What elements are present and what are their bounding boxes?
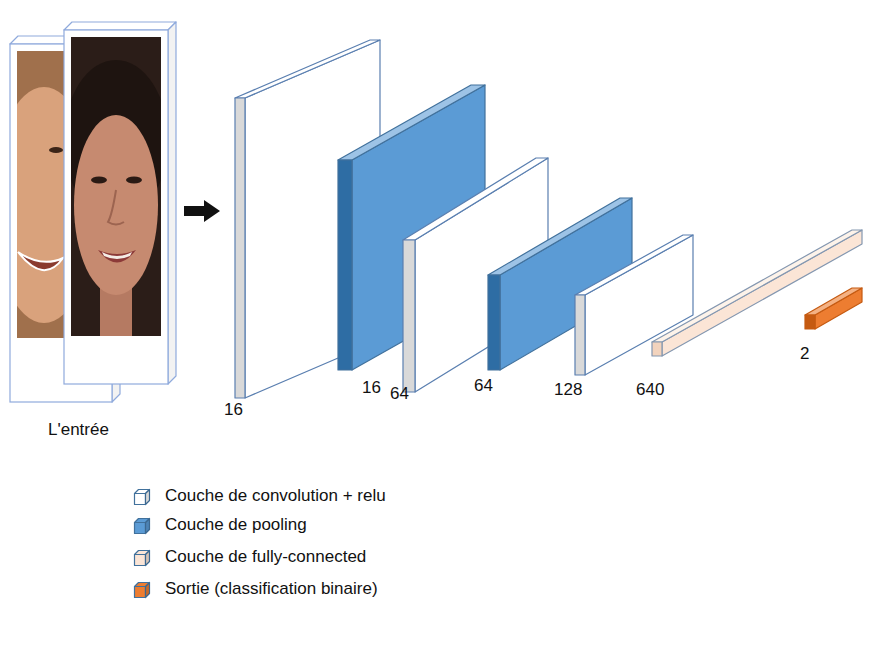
layer-front — [235, 98, 245, 398]
legend-swatch — [133, 549, 151, 567]
frame-top — [64, 22, 176, 30]
swatch-shade — [146, 551, 150, 566]
nose — [108, 190, 124, 225]
face-photo — [71, 37, 161, 336]
layer-block: 2 — [798, 286, 864, 366]
face-photos — [4, 18, 180, 442]
layer-front — [488, 275, 500, 370]
layer-side — [585, 235, 693, 375]
layer-size-label: 64 — [390, 384, 409, 404]
layer-size-label: 640 — [636, 380, 664, 400]
swatch-shade — [146, 519, 150, 534]
layer-shape — [552, 233, 695, 402]
legend-swatch — [133, 581, 151, 599]
flow-arrow — [184, 200, 220, 222]
frame-side — [168, 22, 176, 384]
layer-front — [338, 160, 352, 370]
layer-side — [662, 230, 862, 356]
layer-top — [652, 230, 862, 342]
layer-front — [652, 342, 662, 356]
legend-text: Couche de fully-connected — [165, 547, 366, 567]
swatch-side — [146, 490, 150, 505]
legend-text: Couche de pooling — [165, 515, 307, 535]
layer-size-label: 2 — [800, 344, 809, 364]
input-label: L'entrée — [48, 420, 109, 440]
swatch-front — [135, 555, 146, 566]
legend-swatch — [133, 488, 151, 506]
legend-text: Sortie (classification binaire) — [165, 579, 378, 599]
layer-top — [235, 40, 380, 98]
swatch-front — [135, 494, 146, 505]
layer-top — [338, 85, 485, 160]
layer-front — [805, 315, 815, 329]
legend-swatch — [133, 517, 151, 535]
legend-text: Couche de convolution + relu — [165, 486, 386, 506]
layer-size-label: 16 — [224, 400, 243, 420]
swatch-front — [135, 523, 146, 534]
mouth — [18, 252, 63, 270]
layer-top — [575, 235, 693, 295]
teeth — [102, 252, 132, 259]
input-images: L'entrée — [4, 18, 180, 442]
eye — [49, 147, 63, 153]
swatch-side — [146, 583, 150, 598]
swatch-shade — [146, 490, 150, 505]
eye — [91, 177, 107, 184]
layer-front — [403, 240, 415, 392]
layer-size-label: 16 — [362, 378, 381, 398]
layer-size-label: 64 — [474, 376, 493, 396]
swatch-front — [135, 587, 146, 598]
eye — [126, 177, 142, 184]
layer-top — [805, 288, 862, 315]
swatch-shade — [146, 583, 150, 598]
layer-block: 128 — [552, 233, 695, 402]
layer-top — [403, 158, 548, 240]
face — [74, 115, 158, 295]
layer-front — [575, 295, 585, 375]
swatch-side — [146, 519, 150, 534]
layer-top — [488, 198, 632, 275]
swatch-side — [146, 551, 150, 566]
photo-frame — [64, 30, 168, 384]
mouth — [98, 250, 136, 263]
layer-size-label: 128 — [554, 380, 582, 400]
